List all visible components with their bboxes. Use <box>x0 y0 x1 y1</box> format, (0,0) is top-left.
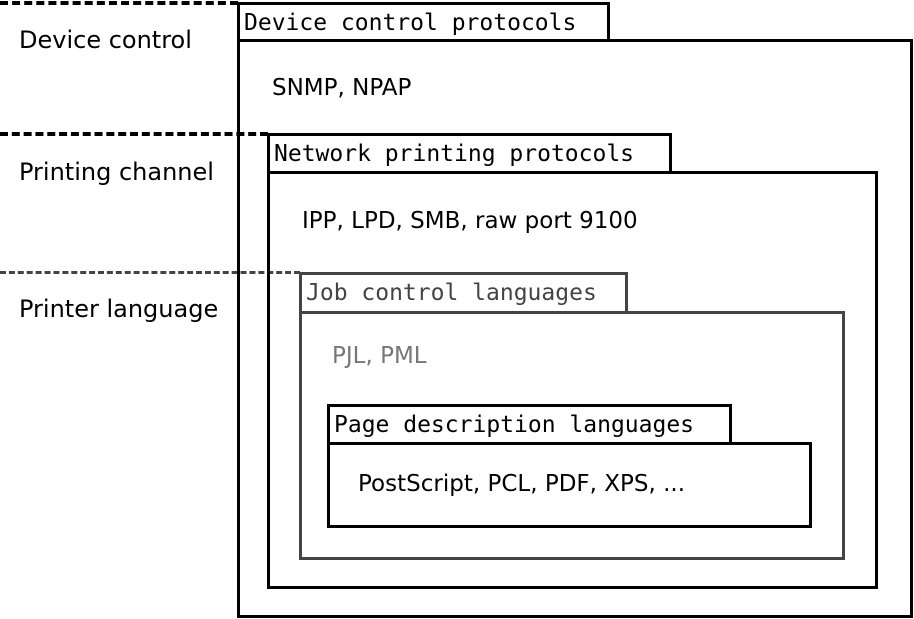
printer-language-separator <box>0 271 300 274</box>
page-description-languages-content: PostScript, PCL, PDF, XPS, ... <box>358 471 686 497</box>
device-control-separator <box>0 1 238 5</box>
layer-label-printing-channel: Printing channel <box>19 158 214 186</box>
device-control-protocols-content: SNMP, NPAP <box>272 75 412 101</box>
page-description-languages-title: Page description languages <box>327 404 732 445</box>
device-control-protocols-title: Device control protocols <box>237 2 610 42</box>
layer-label-device-control: Device control <box>19 26 192 54</box>
printing-channel-separator <box>0 132 268 136</box>
job-control-languages-title: Job control languages <box>299 272 628 314</box>
job-control-languages-content: PJL, PML <box>332 343 427 369</box>
layer-label-printer-language: Printer language <box>19 295 219 323</box>
network-printing-protocols-title: Network printing protocols <box>267 133 672 174</box>
network-printing-protocols-content: IPP, LPD, SMB, raw port 9100 <box>302 208 638 234</box>
